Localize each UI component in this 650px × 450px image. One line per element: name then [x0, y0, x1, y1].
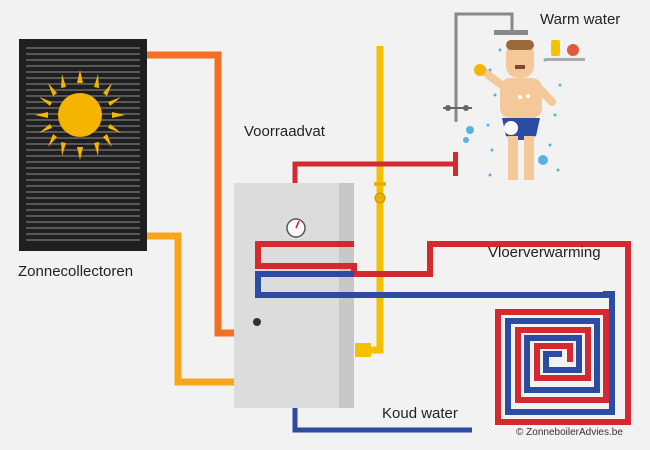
shelf-items — [545, 40, 585, 61]
hot-water-tap — [453, 152, 458, 176]
auxiliary-connector — [355, 343, 371, 357]
label-collector: Zonnecollectoren — [18, 263, 133, 280]
hot-water-pipe — [292, 161, 455, 183]
solar-collector-panel — [19, 39, 147, 251]
label-warm-water: Warm water — [540, 11, 620, 28]
sun-icon — [35, 70, 125, 160]
label-tank: Voorraadvat — [244, 123, 326, 140]
person-icon — [474, 40, 556, 180]
label-cold-water: Koud water — [382, 405, 458, 422]
floor-heating-return-pipe — [255, 271, 615, 415]
tank-sensor — [253, 318, 261, 326]
floor-heating-supply-pipe — [255, 241, 631, 425]
valve-icon — [374, 182, 386, 204]
cold-water-pipe — [292, 408, 472, 433]
panel-frame — [19, 39, 147, 251]
label-floor-heating: Vloerverwarming — [488, 244, 601, 261]
copyright-text: © ZonneboilerAdvies.be — [516, 427, 623, 438]
thermometer-icon — [286, 218, 306, 238]
shower-icon — [443, 12, 585, 177]
